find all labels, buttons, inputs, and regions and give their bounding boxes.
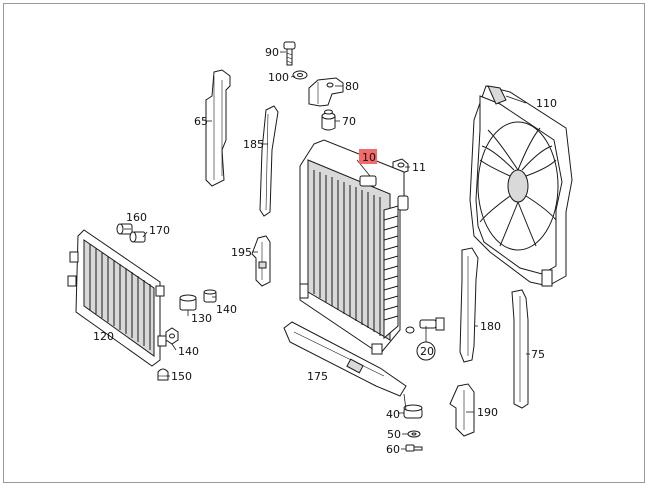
callout-40[interactable]: 40 bbox=[386, 408, 400, 421]
callout-11[interactable]: 11 bbox=[412, 161, 426, 174]
part-sleeve-130[interactable] bbox=[179, 294, 197, 311]
callout-90[interactable]: 90 bbox=[265, 46, 279, 59]
part-condenser-120[interactable] bbox=[67, 229, 167, 367]
callout-10[interactable]: 10 bbox=[362, 151, 376, 164]
part-air-guide-75[interactable] bbox=[511, 289, 529, 409]
callout-80[interactable]: 80 bbox=[345, 80, 359, 93]
callout-195[interactable]: 195 bbox=[231, 246, 252, 259]
part-air-guide-65[interactable] bbox=[205, 69, 231, 187]
diagram-frame bbox=[3, 3, 645, 483]
callout-60[interactable]: 60 bbox=[386, 443, 400, 456]
callout-180[interactable]: 180 bbox=[480, 320, 501, 333]
callout-65[interactable]: 65 bbox=[194, 115, 208, 128]
callout-130[interactable]: 130 bbox=[191, 312, 212, 325]
part-radiator-10[interactable] bbox=[299, 139, 409, 355]
part-sensor-20[interactable] bbox=[405, 317, 445, 334]
callout-190[interactable]: 190 bbox=[477, 406, 498, 419]
callout-140-lower[interactable]: 140 bbox=[178, 345, 199, 358]
part-nut-140-lower[interactable] bbox=[165, 327, 179, 345]
part-rubber-mount-70[interactable] bbox=[321, 109, 336, 131]
part-washer-100[interactable] bbox=[292, 70, 308, 80]
callout-10-highlight bbox=[359, 149, 377, 164]
leader-lines bbox=[124, 51, 530, 450]
part-bracket-190[interactable] bbox=[449, 383, 475, 437]
callout-120[interactable]: 120 bbox=[93, 330, 114, 343]
callout-20-circle bbox=[416, 341, 436, 361]
callout-160[interactable]: 160 bbox=[126, 211, 147, 224]
callout-75[interactable]: 75 bbox=[531, 348, 545, 361]
callout-labels: 90 100 80 70 110 65 185 10 11 160 170 19… bbox=[93, 46, 557, 456]
callout-50[interactable]: 50 bbox=[387, 428, 401, 441]
part-seal-185[interactable] bbox=[259, 105, 279, 217]
part-washer-50[interactable] bbox=[407, 430, 421, 438]
part-fan-shroud-110[interactable] bbox=[469, 85, 573, 287]
callout-110[interactable]: 110 bbox=[536, 97, 557, 110]
part-bushing-170[interactable] bbox=[129, 231, 146, 243]
callout-175[interactable]: 175 bbox=[307, 370, 328, 383]
part-bolt-90[interactable] bbox=[283, 41, 296, 66]
part-screw-60[interactable] bbox=[405, 444, 423, 452]
callout-185[interactable]: 185 bbox=[243, 138, 264, 151]
part-rubber-140-upper[interactable] bbox=[203, 289, 217, 303]
callout-170[interactable]: 170 bbox=[149, 224, 170, 237]
part-bracket-195[interactable] bbox=[251, 235, 271, 287]
part-stud-150[interactable] bbox=[157, 368, 169, 381]
part-bracket-80[interactable] bbox=[308, 77, 344, 107]
callout-140-upper[interactable]: 140 bbox=[216, 303, 237, 316]
callout-70[interactable]: 70 bbox=[342, 115, 356, 128]
part-plug-40[interactable] bbox=[403, 404, 423, 419]
callout-150[interactable]: 150 bbox=[171, 370, 192, 383]
part-seal-180[interactable] bbox=[459, 247, 479, 363]
callout-100[interactable]: 100 bbox=[268, 71, 289, 84]
part-air-guide-175[interactable] bbox=[283, 321, 407, 397]
callout-20[interactable]: 20 bbox=[420, 345, 434, 358]
